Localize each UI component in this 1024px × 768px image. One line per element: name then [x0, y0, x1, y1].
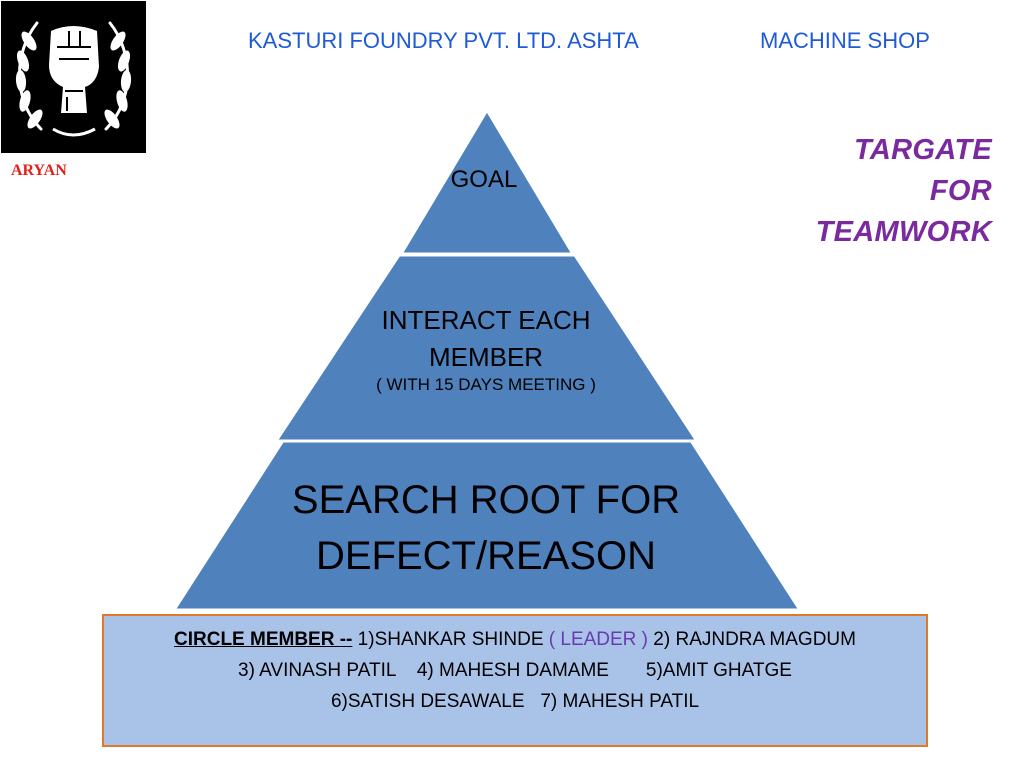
middle-label-line-1: INTERACT EACH: [381, 305, 591, 335]
section-name: MACHINE SHOP: [760, 28, 930, 53]
members-line-1: CIRCLE MEMBER -- 1)SHANKAR SHINDE ( LEAD…: [104, 624, 926, 655]
member-1: 1)SHANKAR SHINDE: [352, 629, 549, 650]
leader-tag: ( LEADER ): [548, 629, 649, 650]
company-logo: [1, 1, 146, 153]
tagline-line-1: TARGATE: [854, 134, 992, 166]
middle-label-line-2: MEMBER: [428, 342, 544, 372]
members-label: CIRCLE MEMBER --: [174, 629, 353, 650]
pyramid-middle-sublabel: ( WITH 15 DAYS MEETING ): [376, 375, 596, 394]
logo-caption: ARYAN: [11, 162, 67, 179]
pyramid-goal-label: GOAL: [450, 166, 518, 193]
members-line-2: 3) AVINASH PATIL 4) MAHESH DAMAME 5)AMIT…: [238, 660, 792, 681]
pyramid-middle-label: INTERACT EACH MEMBER: [336, 302, 636, 376]
raised-fist-laurel-icon: [15, 21, 132, 137]
members-line-3: 6)SATISH DESAWALE 7) MAHESH PATIL: [330, 691, 700, 712]
pyramid-bottom-label: SEARCH ROOT FOR DEFECT/REASON: [236, 472, 736, 584]
teamwork-tagline: TARGATE FOR TEAMWORK: [732, 130, 992, 253]
company-name: KASTURI FOUNDRY PVT. LTD. ASHTA: [248, 28, 639, 53]
circle-members-box: CIRCLE MEMBER -- 1)SHANKAR SHINDE ( LEAD…: [102, 614, 928, 747]
bottom-label-line-1: SEARCH ROOT FOR: [291, 478, 681, 522]
bottom-label-line-2: DEFECT/REASON: [315, 534, 657, 578]
member-2: 2) RAJNDRA MAGDUM: [648, 629, 856, 650]
pyramid-top-tier: [398, 107, 576, 256]
tagline-line-2: FOR: [929, 175, 992, 207]
tagline-line-3: TEAMWORK: [815, 216, 992, 248]
